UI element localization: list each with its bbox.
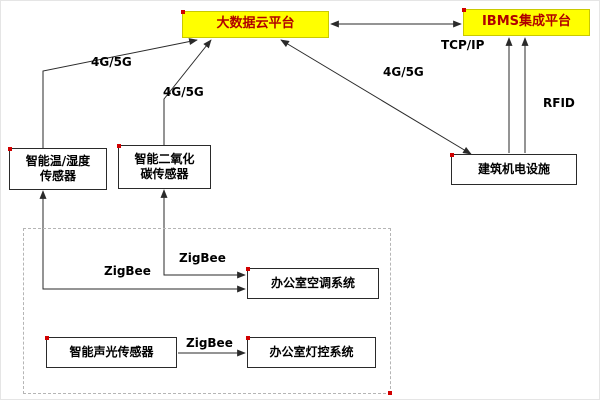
edge-label-rfid: RFID (543, 96, 575, 110)
node-ibms-integration-platform: IBMS集成平台 (462, 8, 590, 36)
edge-label-zigbee-soundlight: ZigBee (186, 336, 233, 350)
node-sound-light-sensor: 智能声光传感器 (45, 336, 177, 368)
node-temp-humidity-sensor: 智能温/湿度 传感器 (8, 147, 107, 190)
node-big-data-cloud-platform: 大数据云平台 (181, 10, 329, 38)
node-building-me-facilities: 建筑机电设施 (450, 153, 577, 185)
edge-label-zigbee-co2: ZigBee (179, 251, 226, 265)
edge-label-4g5g-co2: 4G/5G (163, 85, 204, 99)
node-co2-sensor: 智能二氧化 碳传感器 (117, 144, 211, 189)
edge-label-4g5g-temp: 4G/5G (91, 55, 132, 69)
edge-label-4g5g-building: 4G/5G (383, 65, 424, 79)
edge-building-to-cloud (280, 39, 472, 155)
node-office-lighting-system: 办公室灯控系统 (246, 336, 376, 368)
office-zone-dashed-border (23, 228, 392, 395)
edge-label-zigbee-temp: ZigBee (104, 264, 151, 278)
edge-label-tcpip: TCP/IP (441, 38, 485, 52)
node-office-hvac-system: 办公室空调系统 (246, 267, 379, 299)
